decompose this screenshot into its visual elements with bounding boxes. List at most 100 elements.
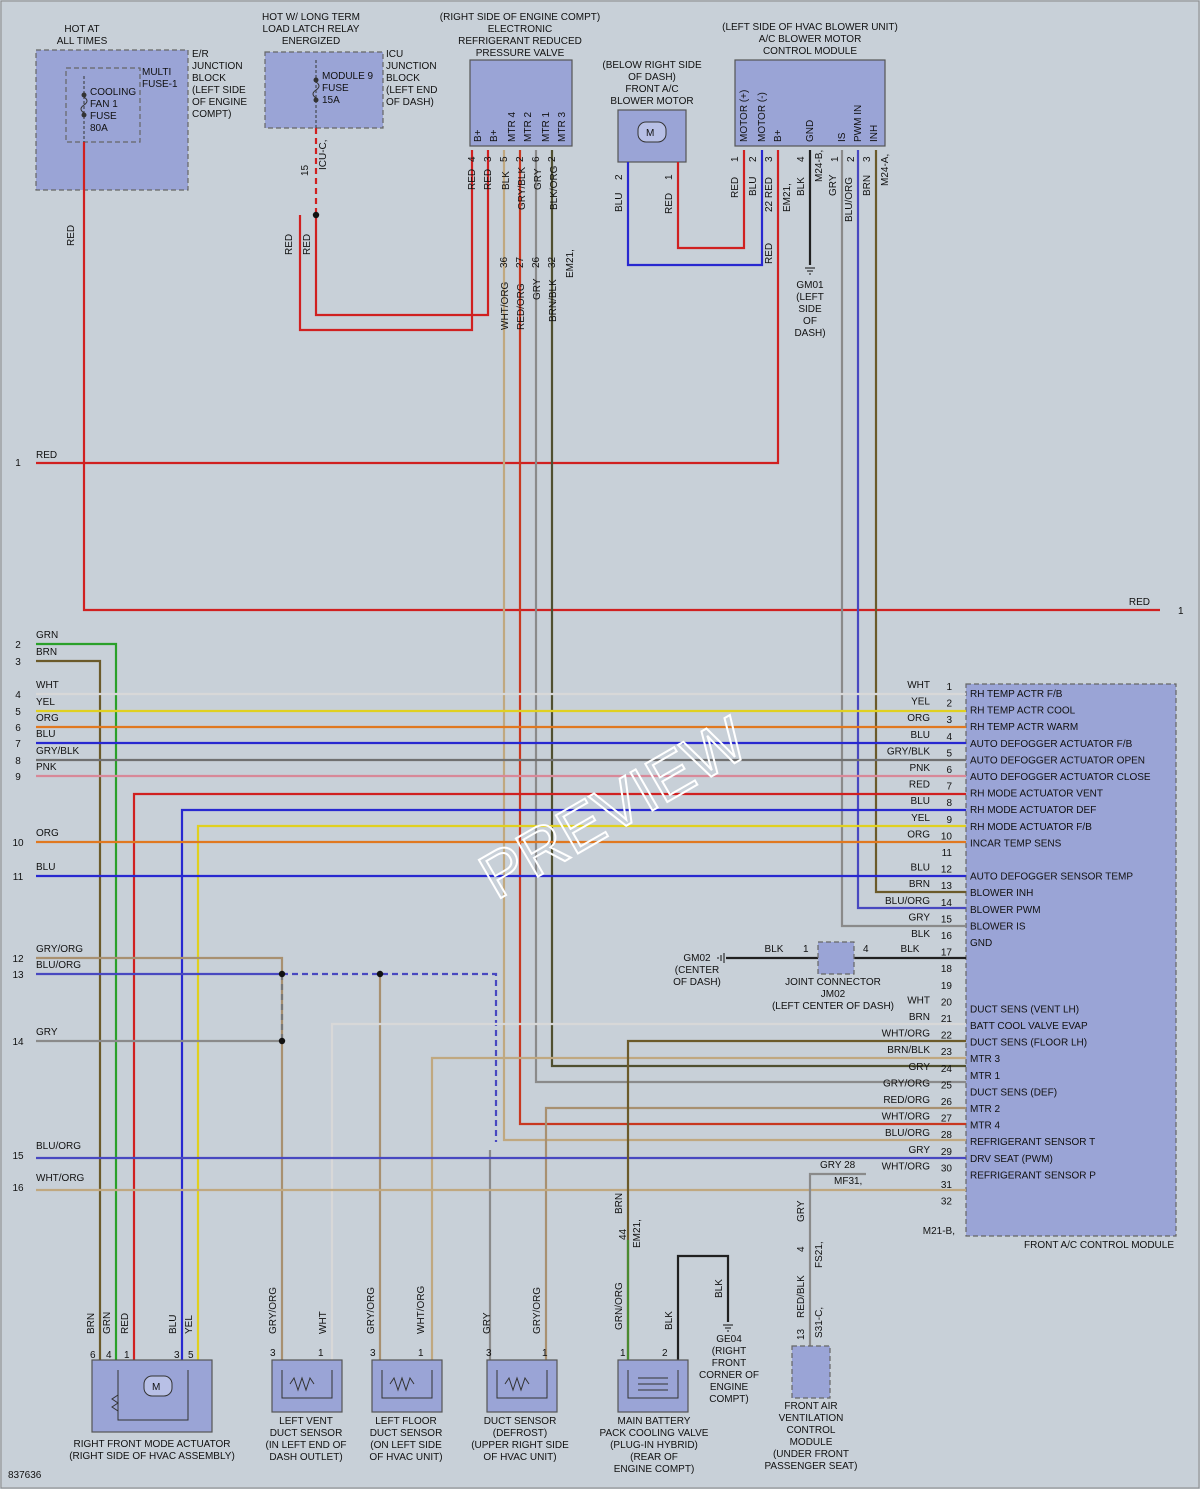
module-wire-color: BLK [911, 929, 930, 940]
blower-ctrl-pin-label: INH [869, 125, 880, 142]
ground-icon [723, 1324, 733, 1332]
ge04-text: (RIGHT [712, 1346, 746, 1357]
module-pin-number: 9 [946, 815, 952, 826]
module-function-label: RH MODE ACTUATOR DEF [970, 805, 1096, 816]
splice-dot [278, 1037, 286, 1045]
module-wire-color: GRY/BLK [887, 746, 930, 757]
cooling-fan-fuse-text: COOLING [90, 87, 136, 98]
erpr-title-text: REFRIGERANT REDUCED [458, 36, 582, 47]
jm02-text: (LEFT CENTER OF DASH) [772, 1001, 894, 1012]
mbpcv-text: ENGINE COMPT) [614, 1464, 695, 1475]
wire-labels: 1WHT2YEL3ORG4BLU5GRY/BLK6PNK7RED8BLU9YEL… [12, 139, 1184, 1361]
module-pin-number: 25 [941, 1080, 953, 1091]
left-stub-number: 3 [15, 657, 21, 668]
module-pin-number: 7 [946, 782, 952, 793]
pin-number: 4 [106, 1350, 112, 1361]
favcm-text: MODULE [790, 1437, 833, 1448]
pin-number: 27 [515, 256, 526, 268]
module-wire-color: WHT/ORG [882, 1029, 931, 1040]
er-junction-text: E/R [192, 49, 209, 60]
lvds-text: (IN LEFT END OF [266, 1440, 347, 1451]
module-pin-number: 32 [941, 1197, 953, 1208]
hot-long-term-text: LOAD LATCH RELAY [263, 24, 360, 35]
gm02-text: OF DASH) [673, 977, 721, 988]
favcm-text: VENTILATION [779, 1413, 844, 1424]
module-pin-number: 15 [941, 914, 953, 925]
left-stub-color: BLU [36, 862, 55, 873]
erpr-pin-label: B+ [489, 129, 500, 142]
favcm-text: PASSENGER SEAT) [765, 1461, 858, 1472]
erpr-title-text: (RIGHT SIDE OF ENGINE COMPT) [440, 12, 600, 23]
left-stub-number: 5 [15, 707, 21, 718]
pin-number: 1 [803, 944, 809, 955]
module-pin-number: 16 [941, 931, 953, 942]
wire-red-b-plus [36, 150, 780, 465]
preview-watermark: PREVIEW [467, 703, 759, 913]
wire-label-red: RED [120, 1313, 131, 1334]
multi-fuse-text: MULTI [142, 67, 171, 78]
pin-number: 3 [483, 156, 494, 162]
pin-number: 5 [499, 156, 510, 162]
stub-number: 1 [1178, 606, 1184, 617]
module-pin-number: 10 [941, 831, 953, 842]
wire-label-gry-org: GRY/ORG [268, 1287, 279, 1334]
left-stub-number: 7 [15, 739, 21, 750]
pin-number: 1 [318, 1348, 324, 1359]
wire-label-brn-blk: BRN/BLK [548, 279, 559, 322]
gm01-text: GM01 [796, 280, 824, 291]
wire-label-red: RED [36, 450, 57, 461]
module-wire-color: RED/ORG [883, 1095, 930, 1106]
potentiometer-icon [111, 1394, 119, 1412]
pin-number: 44 [618, 1228, 629, 1240]
wire-whtorg-floor-lh [430, 1056, 966, 1360]
splice-dot [376, 970, 384, 978]
left-stub-number: 4 [15, 690, 21, 701]
thermistor-icon [381, 1370, 433, 1399]
front-ac-module-title: FRONT A/C CONTROL MODULE [1024, 1240, 1174, 1251]
module-pin-number: 3 [946, 715, 952, 726]
module-wire-color: YEL [911, 813, 930, 824]
wire-brn-inh [874, 150, 966, 894]
gm02-text: GM02 [683, 953, 711, 964]
module-function-label: BLOWER IS [970, 921, 1026, 932]
wire-yel-rh-fb [196, 824, 966, 1360]
left-stub-color: WHT [36, 680, 59, 691]
motor-icon: M [646, 128, 654, 139]
pin-number: 4 [796, 156, 807, 162]
module-pin-number: 28 [941, 1130, 953, 1141]
favcm-text: (UNDER FRONT [773, 1449, 849, 1460]
module-function-label: AUTO DEFOGGER ACTUATOR F/B [970, 739, 1133, 750]
wire-mtr2 [518, 150, 966, 1126]
pin-number: 1 [830, 156, 841, 162]
wire-label-red: RED [730, 177, 741, 198]
favcm-text: CONTROL [787, 1425, 836, 1436]
wire-label-blk-org: BLK/ORG [549, 165, 560, 210]
left-stub-number: 12 [12, 954, 24, 965]
left-stub-color: GRN [36, 630, 58, 641]
blower-ctrl-title-text: CONTROL MODULE [763, 46, 857, 57]
wire-grn-2 [36, 642, 118, 1360]
wire-label-gry-org: GRY/ORG [532, 1287, 543, 1334]
erpr-pin-label: MTR 3 [557, 112, 568, 142]
jm02-text: JM02 [821, 989, 846, 1000]
wire-label-wht: WHT [318, 1311, 329, 1334]
icu-junction-text: ICU [386, 49, 403, 60]
module-pin-number: 23 [941, 1047, 953, 1058]
connector-label: FS21, [814, 1241, 825, 1268]
blower-ctrl-pin-label: PWM IN [853, 105, 864, 142]
splice-dot [312, 211, 320, 219]
module-pin-number: 5 [946, 748, 952, 759]
module-wire-color: RED [909, 780, 930, 791]
solenoid-icon [627, 1370, 679, 1399]
module-function-label: MTR 4 [970, 1121, 1000, 1132]
pin-number: 1 [620, 1348, 626, 1359]
ge04-text: GE04 [716, 1334, 742, 1345]
wire-red-erpr-a [314, 150, 490, 317]
gm01-text: (LEFT [796, 292, 824, 303]
